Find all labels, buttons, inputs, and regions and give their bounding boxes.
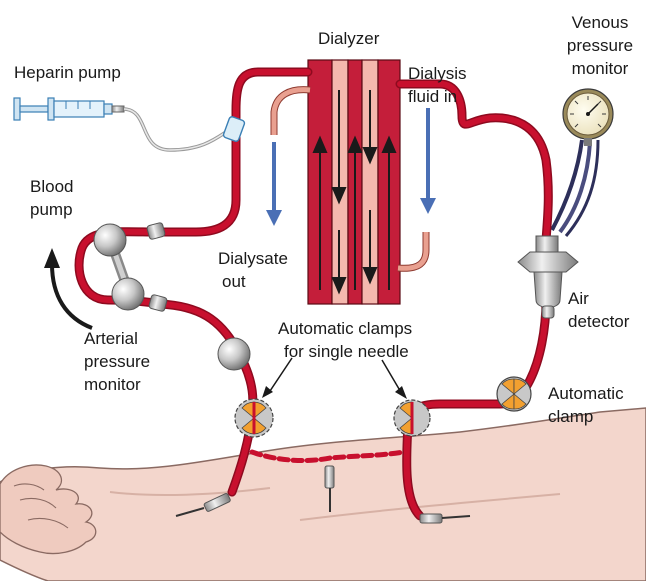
automatic-clamp	[497, 377, 531, 411]
clamp-pointer-arrows	[262, 358, 407, 399]
label-clamps-2: for single needle	[284, 341, 409, 362]
label-blood-pump-2: pump	[30, 199, 73, 220]
arterial-pressure-monitor	[218, 338, 250, 370]
heparin-line	[124, 109, 226, 150]
venous-monitor-lines	[552, 140, 598, 236]
heparin-connector	[223, 116, 246, 142]
label-arterial-2: pressure	[84, 351, 150, 372]
heparin-syringe	[14, 98, 124, 120]
label-dialysis-fluid-1: Dialysis	[408, 63, 467, 84]
label-dialysate-2: out	[222, 271, 246, 292]
label-auto-clamp-1: Automatic	[548, 383, 624, 404]
label-dialysis-fluid-2: fluid in	[408, 86, 457, 107]
patient-arm	[0, 408, 646, 581]
label-blood-pump-1: Blood	[30, 176, 73, 197]
label-dialysate-1: Dialysate	[218, 248, 288, 269]
label-venous-1: Venous	[560, 12, 640, 33]
label-heparin-pump: Heparin pump	[14, 62, 121, 83]
venous-pressure-gauge	[563, 89, 613, 146]
single-needle-clamp-left	[235, 399, 273, 437]
label-venous-3: monitor	[560, 58, 640, 79]
label-venous-2: pressure	[560, 35, 640, 56]
single-needle-clamp-right	[394, 400, 430, 436]
label-air-detector-2: detector	[568, 311, 629, 332]
dialyzer	[308, 60, 400, 304]
label-clamps-1: Automatic clamps	[278, 318, 412, 339]
label-auto-clamp-2: clamp	[548, 406, 593, 427]
label-air-detector-1: Air	[568, 288, 589, 309]
label-arterial-3: monitor	[84, 374, 141, 395]
label-dialyzer: Dialyzer	[318, 28, 379, 49]
label-arterial-1: Arterial	[84, 328, 138, 349]
